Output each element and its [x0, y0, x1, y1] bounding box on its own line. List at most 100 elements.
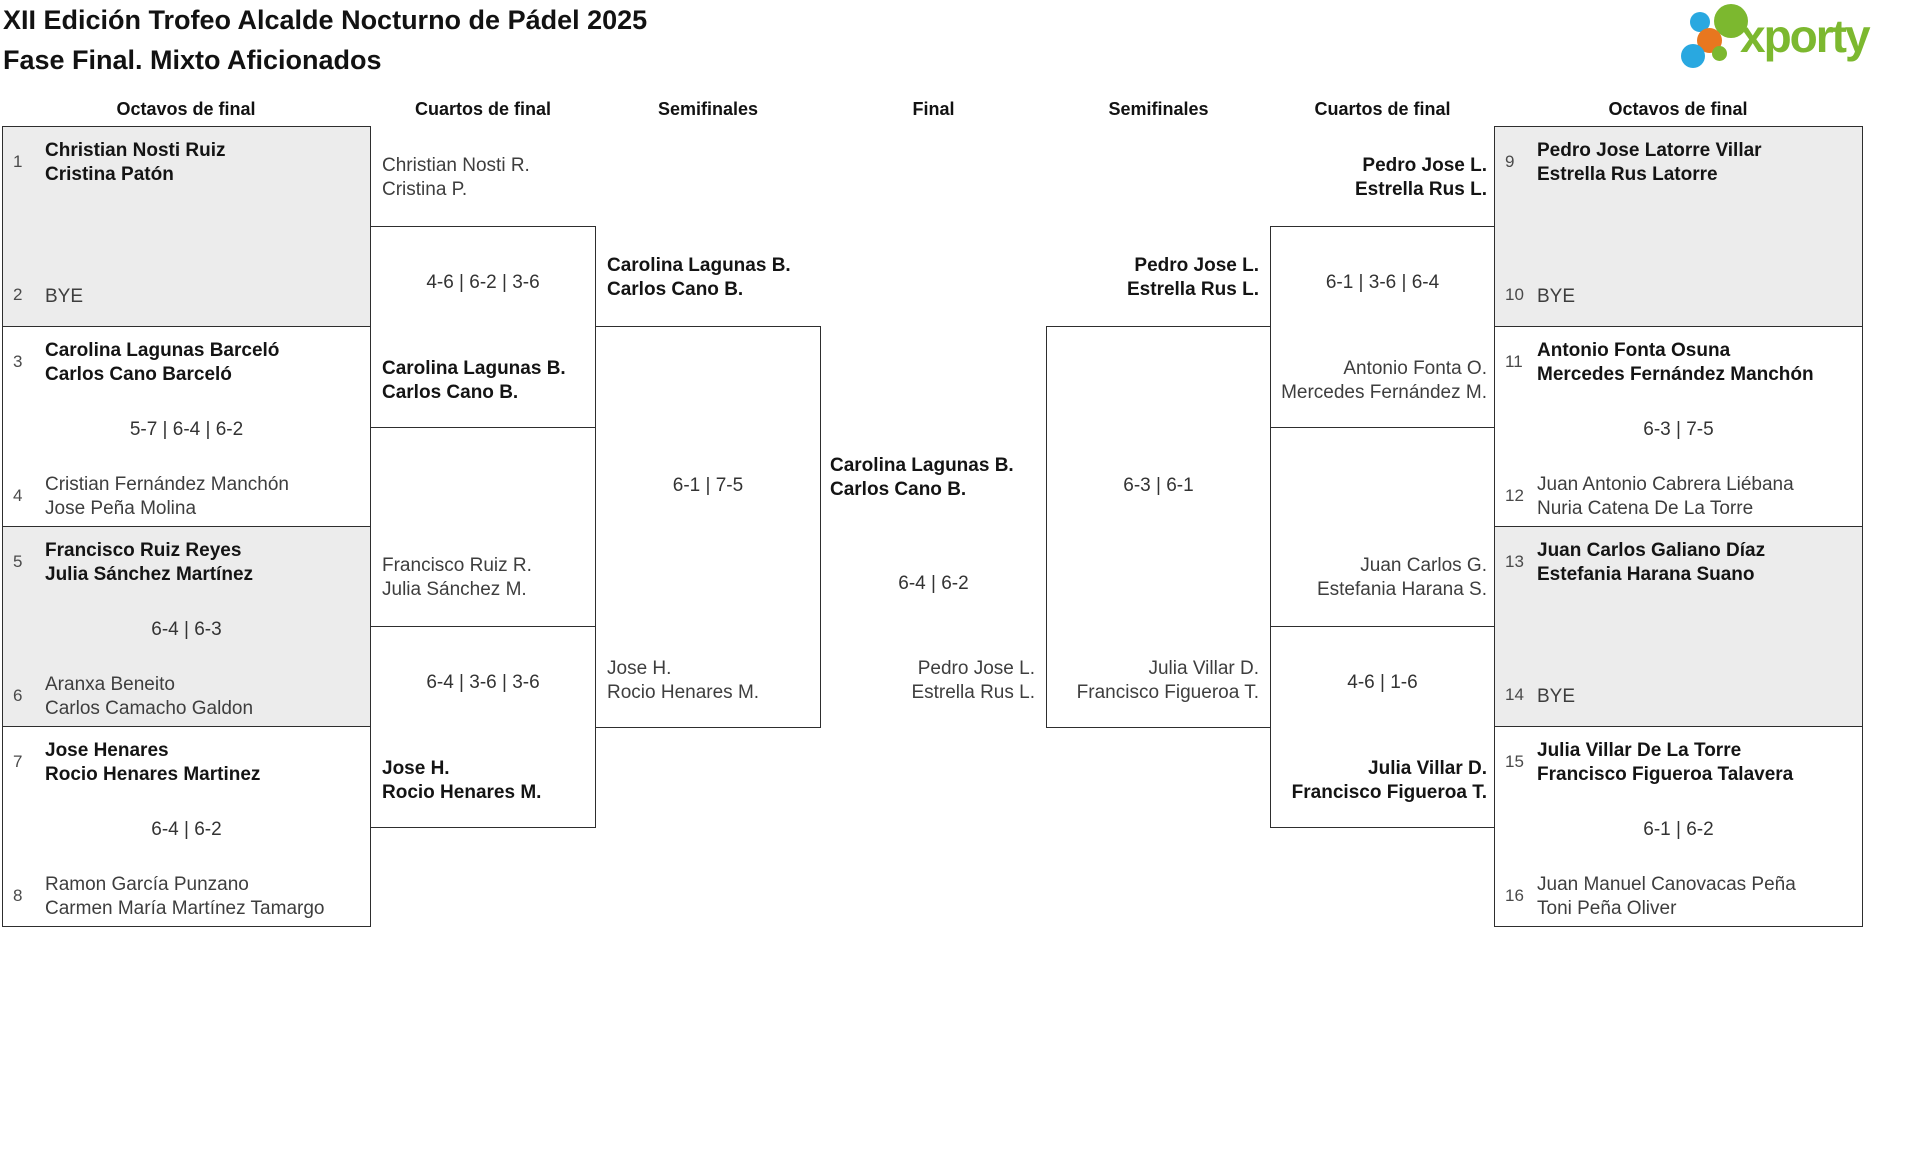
team-name: Carolina Lagunas Barceló Carlos Cano Bar…	[45, 339, 362, 387]
player-name: Mercedes Fernández M.	[1281, 382, 1487, 403]
player-name: Estefania Harana S.	[1316, 579, 1487, 600]
team-slot: 16 Juan Manuel Canovacas Peña Toni Peña …	[1505, 873, 1854, 921]
team-slot: 6 Aranxa Beneito Carlos Camacho Galdon	[13, 673, 362, 721]
player-name: Juan Manuel Canovacas Peña	[1537, 874, 1796, 895]
xporty-logo: xporty	[1678, 3, 1908, 75]
team-name: Jose Henares Rocio Henares Martinez	[45, 739, 362, 787]
player-name: Francisco Ruiz R.	[382, 555, 532, 576]
team-slot: 15 Julia Villar De La Torre Francisco Fi…	[1505, 739, 1854, 787]
sf-left-top-team: Carolina Lagunas B. Carlos Cano B.	[607, 254, 791, 302]
player-name: Carolina Lagunas B.	[830, 455, 1014, 476]
seed-number: 7	[13, 752, 23, 771]
player-name: Jose H.	[382, 758, 450, 779]
player-name: Carolina Lagunas B.	[607, 255, 791, 276]
r16-match-2: 3 Carolina Lagunas Barceló Carlos Cano B…	[2, 326, 371, 527]
r16-match-8: 15 Julia Villar De La Torre Francisco Fi…	[1494, 726, 1863, 927]
team-name: Ramon García Punzano Carmen María Martín…	[45, 873, 362, 921]
player-name: Ramon García Punzano	[45, 874, 249, 895]
r16-match-3: 5 Francisco Ruiz Reyes Julia Sánchez Mar…	[2, 526, 371, 727]
team-slot: 3 Carolina Lagunas Barceló Carlos Cano B…	[13, 339, 362, 387]
semifinal-box-right	[1046, 326, 1271, 728]
player-name: Julia Villar De La Torre	[1537, 740, 1742, 761]
player-name: Estrella Rus Latorre	[1537, 164, 1718, 185]
semifinal-box-left	[595, 326, 821, 728]
match-score: 6-3 | 7-5	[1643, 419, 1714, 440]
seed-number: 4	[13, 486, 23, 505]
player-name: Jose H.	[607, 658, 672, 679]
player-name: Carmen María Martínez Tamargo	[45, 898, 325, 919]
qf-left2-bottom-team: Jose H. Rocio Henares M.	[382, 757, 541, 805]
player-name: Carlos Cano Barceló	[45, 364, 232, 385]
quarterfinal-box-right-2	[1270, 626, 1495, 828]
player-name: Julia Villar D.	[1148, 658, 1259, 679]
team-slot: 1 Christian Nosti Ruiz Cristina Patón	[13, 139, 362, 187]
qf-left2-top-team: Francisco Ruiz R. Julia Sánchez M.	[382, 554, 532, 602]
team-name: Francisco Ruiz Reyes Julia Sánchez Martí…	[45, 539, 362, 587]
player-name: Antonio Fonta Osuna	[1537, 340, 1731, 361]
qf-right1-top-team: Pedro Jose L. Estrella Rus L.	[1272, 154, 1487, 202]
sf-left-score: 6-1 | 7-5	[672, 475, 744, 496]
team-name: Juan Manuel Canovacas Peña Toni Peña Oli…	[1537, 873, 1854, 921]
player-name: Cristina Patón	[45, 164, 174, 185]
seed-number: 1	[13, 152, 23, 171]
qf-right2-top-team: Juan Carlos G. Estefania Harana S.	[1272, 554, 1487, 602]
player-name: Estrella Rus L.	[1355, 179, 1487, 200]
round-header-octavos-right: Octavos de final	[1608, 99, 1748, 119]
seed-number: 10	[1505, 285, 1524, 304]
match-score: 5-7 | 6-4 | 6-2	[129, 419, 244, 440]
seed-number: 15	[1505, 752, 1524, 771]
qf-left1-score: 4-6 | 6-2 | 3-6	[426, 272, 540, 293]
quarterfinal-box-right-1	[1270, 226, 1495, 428]
round-header-cuartos-right: Cuartos de final	[1314, 99, 1451, 119]
qf-left1-top-team: Christian Nosti R. Cristina P.	[382, 154, 530, 202]
team-name: BYE	[1537, 286, 1576, 307]
team-slot: 11 Antonio Fonta Osuna Mercedes Fernánde…	[1505, 339, 1854, 387]
player-name: Nuria Catena De La Torre	[1537, 498, 1754, 519]
r16-match-5: 9 Pedro Jose Latorre Villar Estrella Rus…	[1494, 126, 1863, 327]
seed-number: 8	[13, 886, 23, 905]
team-slot: 7 Jose Henares Rocio Henares Martinez	[13, 739, 362, 787]
seed-number: 11	[1505, 352, 1523, 371]
team-name: Juan Antonio Cabrera Liébana Nuria Caten…	[1537, 473, 1854, 521]
player-name: Jose Henares	[45, 740, 169, 761]
qf-right1-score: 6-1 | 3-6 | 6-4	[1325, 272, 1440, 293]
team-name: BYE	[45, 286, 84, 307]
player-name: Juan Antonio Cabrera Liébana	[1537, 474, 1794, 495]
round-header-semis-right: Semifinales	[1108, 99, 1209, 119]
player-name: Francisco Figueroa Talavera	[1537, 764, 1794, 785]
qf-right2-bottom-team: Julia Villar D. Francisco Figueroa T.	[1272, 757, 1487, 805]
player-name: Julia Villar D.	[1368, 758, 1487, 779]
logo-dot-blue-large	[1681, 44, 1705, 68]
team-name: Aranxa Beneito Carlos Camacho Galdon	[45, 673, 362, 721]
r16-match-4: 7 Jose Henares Rocio Henares Martinez 6-…	[2, 726, 371, 927]
sf-left-bottom-team: Jose H. Rocio Henares M.	[607, 657, 759, 705]
qf-left2-score: 6-4 | 3-6 | 3-6	[426, 672, 540, 693]
player-name: Cristina P.	[382, 179, 468, 200]
player-name: Carlos Cano B.	[830, 479, 967, 500]
match-score: 6-4 | 6-3	[151, 619, 222, 640]
seed-number: 3	[13, 352, 23, 371]
round-header-final: Final	[912, 99, 955, 119]
team-slot: 14 BYE	[1505, 685, 1854, 709]
player-name: Pedro Jose L.	[917, 658, 1035, 679]
tournament-title-line2: Fase Final. Mixto Aficionados	[3, 45, 382, 75]
team-slot: 5 Francisco Ruiz Reyes Julia Sánchez Mar…	[13, 539, 362, 587]
logo-dot-blue-small	[1690, 12, 1710, 32]
r16-match-7: 13 Juan Carlos Galiano Díaz Estefania Ha…	[1494, 526, 1863, 727]
r16-match-1: 1 Christian Nosti Ruiz Cristina Patón 2 …	[2, 126, 371, 327]
player-name: Carlos Camacho Galdon	[45, 698, 254, 719]
sf-right-score: 6-3 | 6-1	[1123, 475, 1194, 496]
player-name: Juan Carlos Galiano Díaz	[1537, 540, 1766, 561]
team-name: Christian Nosti Ruiz Cristina Patón	[45, 139, 362, 187]
logo-dot-green-small	[1712, 46, 1727, 61]
player-name: Cristian Fernández Manchón	[45, 474, 289, 495]
player-name: Christian Nosti Ruiz	[45, 140, 226, 161]
player-name: Estrella Rus L.	[1127, 279, 1259, 300]
player-name: Christian Nosti R.	[382, 155, 530, 176]
qf-right1-bottom-team: Antonio Fonta O. Mercedes Fernández M.	[1272, 357, 1487, 405]
player-name: Carolina Lagunas B.	[382, 358, 566, 379]
team-name: BYE	[1537, 686, 1576, 707]
sf-right-bottom-team: Julia Villar D. Francisco Figueroa T.	[1048, 657, 1259, 705]
round-header-cuartos-left: Cuartos de final	[414, 99, 552, 119]
